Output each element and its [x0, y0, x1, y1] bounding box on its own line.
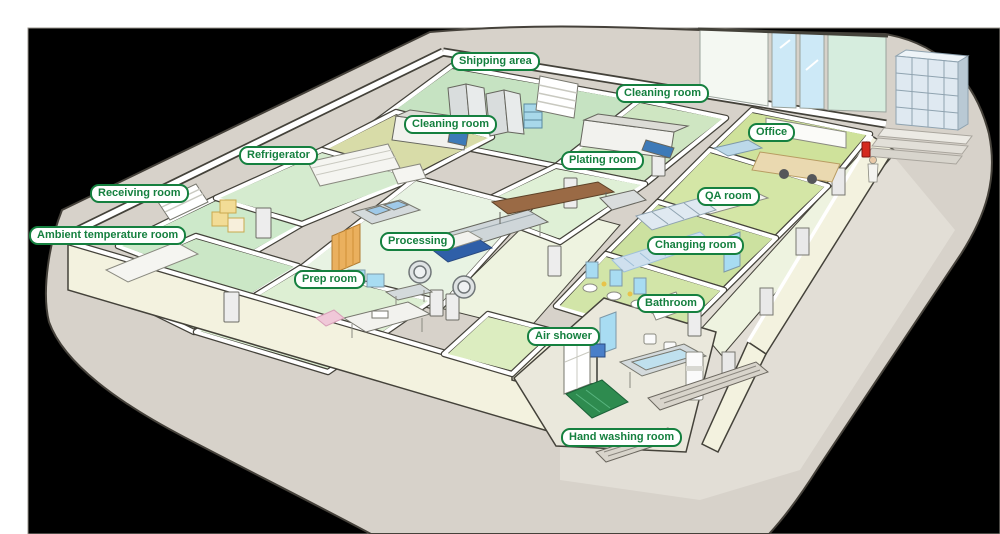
office-desk-icon	[751, 151, 841, 183]
door-icon	[255, 207, 272, 239]
room-label-bathroom: Bathroom	[637, 294, 705, 313]
facade-glass-icon	[827, 33, 887, 113]
mirror-icon	[585, 261, 599, 279]
door-icon	[795, 227, 810, 256]
room-label-prep-room: Prep room	[294, 270, 366, 289]
room-label-processing: Processing	[380, 232, 456, 251]
room-label-receiving-room: Receiving room	[90, 184, 189, 203]
processing-sink-icon	[350, 199, 422, 225]
kettle-icon	[408, 260, 476, 299]
room-label-refrigerator: Refrigerator	[239, 146, 318, 165]
door-icon	[547, 245, 562, 277]
room-label-hand-washing-room: Hand washing room	[561, 428, 683, 447]
locker-grid-icon	[634, 197, 718, 231]
door-icon	[759, 287, 774, 316]
strip-curtain-icon	[331, 223, 361, 275]
person-icon	[867, 156, 879, 183]
room-label-plating-room: Plating room	[561, 151, 645, 170]
pink-mat-icon	[315, 309, 345, 327]
shutter-door-icon	[535, 75, 579, 119]
glass-door-icon	[771, 31, 797, 109]
cargo-boxes-icon	[211, 199, 245, 233]
room-label-ambient-temperature-room: Ambient temperature room	[29, 226, 187, 245]
shoe-locker-icon	[894, 49, 970, 131]
sticky-mat-icon	[565, 379, 629, 419]
washer-line-icon	[579, 113, 690, 159]
soap-bottle-icon	[627, 291, 633, 297]
mirror-icon	[609, 269, 623, 287]
room-label-cleaning-room-top: Cleaning room	[616, 84, 710, 103]
door-icon	[429, 289, 444, 317]
fire-extinguisher-icon	[861, 141, 871, 158]
room-floor-airshower-inner	[448, 317, 552, 370]
room-label-cleaning-room-left: Cleaning room	[404, 115, 498, 134]
entrance-steps-icon	[865, 127, 973, 165]
northwest-wall-band	[68, 49, 445, 237]
mirror-icon	[633, 277, 647, 295]
crate-stack-icon	[523, 103, 543, 129]
facade-pane-icon	[699, 29, 769, 107]
sink-icon	[606, 291, 622, 301]
plating-machine-icon	[599, 189, 648, 211]
entrance-facade	[697, 27, 889, 113]
prep-table-icon	[342, 301, 432, 338]
door-icon	[223, 291, 240, 323]
plating-conveyor-icon	[490, 181, 616, 224]
office-side-table-icon	[712, 139, 764, 157]
office-chair-icon	[807, 174, 817, 184]
room-label-qa-room: QA room	[697, 187, 760, 206]
room-label-shipping-area: Shipping area	[451, 52, 540, 71]
soap-bottle-icon	[601, 281, 607, 287]
corridor-doors	[721, 167, 846, 380]
room-label-changing-room: Changing room	[647, 236, 745, 255]
door-icon	[445, 293, 460, 321]
hand-dryer-icon	[643, 333, 657, 345]
glass-door-icon	[799, 32, 825, 110]
ambient-counter-icon	[104, 241, 200, 283]
office-chair-icon	[779, 169, 789, 179]
room-label-air-shower: Air shower	[527, 327, 600, 346]
shelf-rack-icon	[307, 143, 427, 187]
sink-icon	[582, 283, 598, 293]
room-label-office: Office	[748, 123, 796, 142]
